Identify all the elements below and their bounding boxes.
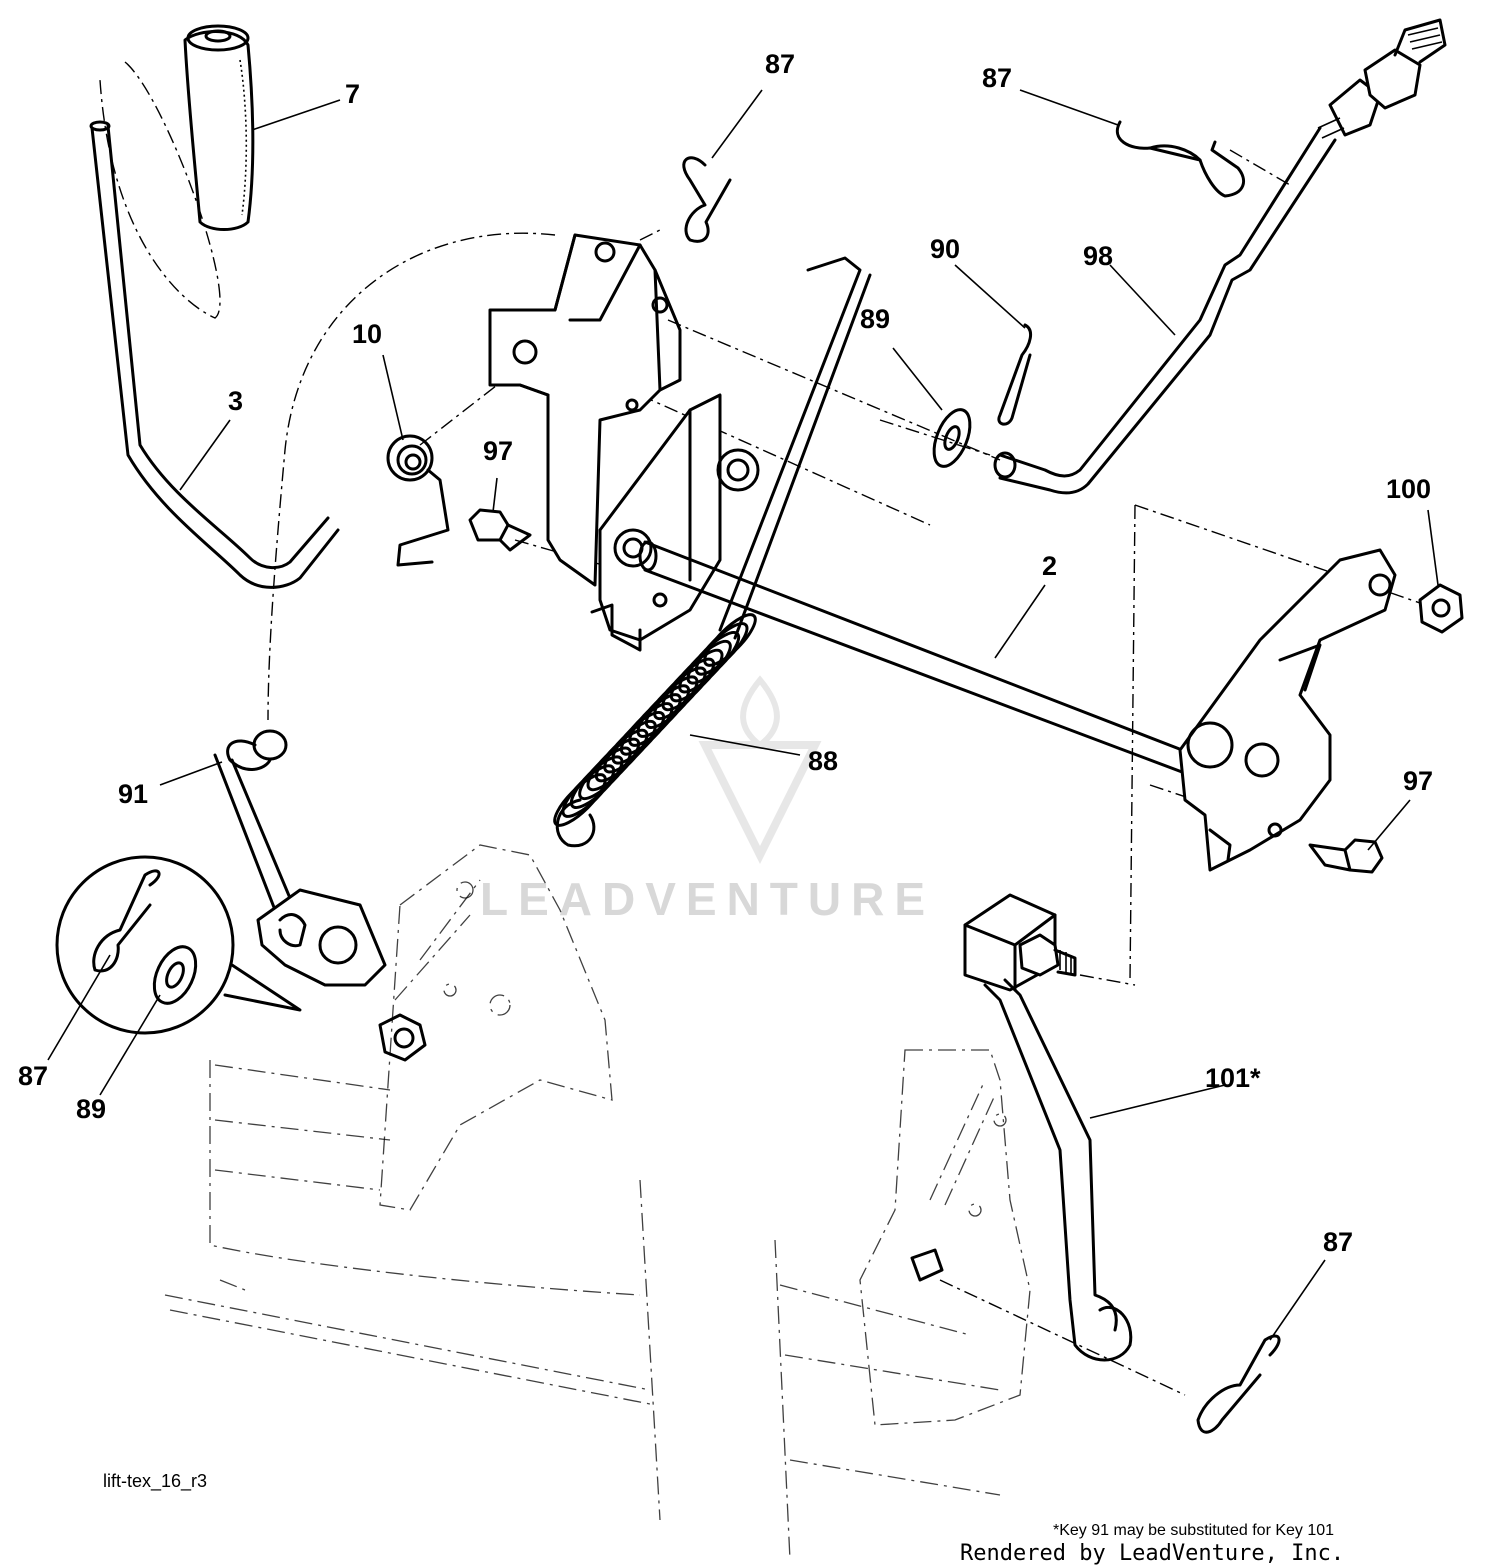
- figure-id: lift-tex_16_r3: [103, 1471, 207, 1492]
- spring-coil: [628, 693, 682, 747]
- part-101-link: [963, 893, 1133, 1362]
- callout-10: 10: [352, 319, 382, 349]
- spring-coil: [594, 728, 649, 783]
- detail-inset: [55, 855, 302, 1035]
- callout-89: 89: [76, 1094, 106, 1124]
- spring-coil: [644, 675, 699, 729]
- callout-88: 88: [808, 746, 838, 776]
- callout-89: 89: [860, 304, 890, 334]
- part-98-adjust-rod: [993, 18, 1447, 495]
- footnote: *Key 91 may be substituted for Key 101: [1053, 1522, 1334, 1539]
- spring-coil: [569, 755, 624, 809]
- part-87-hairpin-top-center: [682, 156, 732, 243]
- part-91-link: [213, 729, 427, 1062]
- callout-91: 91: [118, 779, 148, 809]
- spring-coil: [603, 719, 657, 774]
- part-2-lift-shaft: [638, 540, 1197, 777]
- spring-hook-rod: [718, 256, 862, 632]
- callout-87: 87: [1323, 1227, 1353, 1257]
- part-88-extension-spring: [553, 613, 757, 848]
- callout-labels: 7 87 87 10 3 90 98 89 97 100 2 88 91 97 …: [18, 49, 1433, 1257]
- pivot-plate: [590, 393, 760, 652]
- spring-coil: [678, 639, 732, 694]
- watermark-logo: [698, 675, 822, 864]
- part-97-bolt-left: [468, 508, 532, 552]
- callout-3: 3: [228, 386, 243, 416]
- deck-bracket-right: [774, 1049, 1031, 1561]
- spring-coil: [561, 764, 616, 818]
- callout-87: 87: [982, 63, 1012, 93]
- callout-7: 7: [345, 79, 360, 109]
- callout-87: 87: [18, 1061, 48, 1091]
- part-3-lift-lever: [89, 120, 340, 589]
- spring-coil: [586, 737, 641, 792]
- callout-97: 97: [1403, 766, 1433, 796]
- part-90-clip: [997, 323, 1033, 426]
- right-lift-arm: [1178, 548, 1397, 872]
- spring-coil: [653, 666, 707, 721]
- spring-hook-rod-2: [733, 273, 872, 640]
- rendered-by: Rendered by LeadVenture, Inc.: [960, 1541, 1344, 1566]
- spring-coil: [636, 684, 691, 738]
- callout-98: 98: [1083, 241, 1113, 271]
- part-7-handle-grip: [183, 24, 255, 231]
- spring-coil: [619, 702, 674, 756]
- callout-97: 97: [483, 436, 513, 466]
- lift-bracket: [488, 233, 682, 587]
- part-10-torsion-spring: [386, 434, 450, 567]
- part-100-nut: [1418, 583, 1464, 634]
- part-87-hairpin-top-right: [1116, 120, 1246, 198]
- spring-coil: [661, 657, 716, 712]
- callout-90: 90: [930, 234, 960, 264]
- part-97-bolt-right: [1308, 838, 1384, 874]
- spring-coil: [611, 711, 666, 765]
- callout-2: 2: [1042, 551, 1057, 581]
- part-87-hairpin-bottom-right: [1196, 1334, 1281, 1434]
- callout-100: 100: [1386, 474, 1431, 504]
- part-89-washer-top: [932, 408, 972, 468]
- deck-bracket-left: [164, 844, 661, 1521]
- spring-coil: [669, 648, 724, 703]
- leader-lines: [47, 89, 1439, 1341]
- spring-coil: [578, 746, 632, 801]
- callout-101: 101*: [1205, 1063, 1261, 1093]
- callout-87: 87: [765, 49, 795, 79]
- spring-coil: [703, 613, 757, 667]
- spring-end-hook: [555, 798, 596, 848]
- watermark-text: LEADVENTURE: [480, 873, 935, 925]
